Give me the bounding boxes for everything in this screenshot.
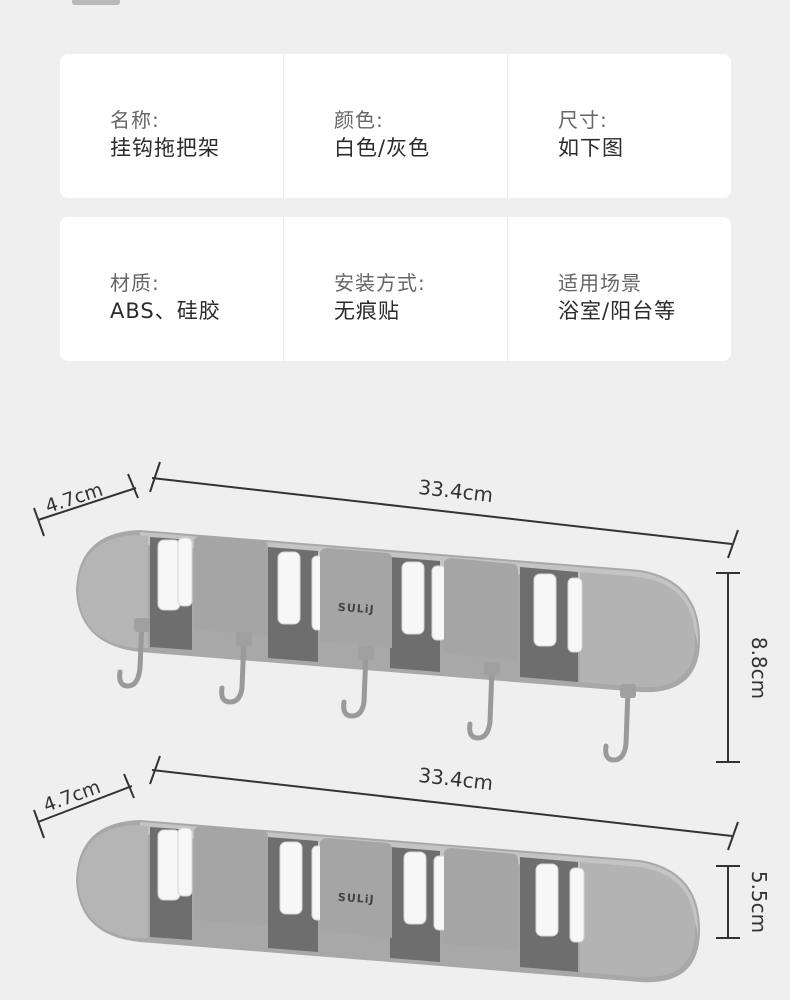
mop-clip	[401, 561, 425, 635]
spec-card-bottom: 材质: ABS、硅胶 安装方式: 无痕贴 适用场景 浴室/阳台等	[60, 217, 731, 361]
mop-clip	[177, 827, 193, 897]
mop-clip	[277, 551, 301, 625]
spec-install: 安装方式: 无痕贴	[283, 217, 507, 361]
hook	[219, 635, 247, 705]
spec-label: 名称:	[110, 108, 160, 132]
brand-logo: SULiJ	[337, 601, 375, 617]
spec-label: 材质:	[110, 271, 160, 295]
mop-clip	[533, 573, 557, 647]
front-block	[194, 826, 268, 926]
mop-clip	[569, 867, 585, 943]
spec-material: 材质: ABS、硅胶	[60, 217, 283, 361]
mop-clip	[279, 841, 303, 915]
hook-base	[484, 662, 500, 676]
spec-label: 安装方式:	[334, 271, 426, 295]
height-dimension-label: 8.8cm	[747, 637, 771, 699]
front-block	[320, 838, 392, 938]
spec-value: 如下图	[558, 136, 624, 160]
spec-name: 名称: 挂钩拖把架	[60, 54, 283, 198]
height-dimension-label: 5.5cm	[747, 871, 771, 933]
rack-right-cap	[580, 862, 695, 978]
width-dimension-label: 33.4cm	[417, 475, 494, 507]
mop-clip	[431, 565, 447, 641]
spec-value: 无痕贴	[334, 299, 400, 323]
mop-rack-plain-diagram: 33.4cm 4.7cm 5.5cm SULiJ	[33, 755, 771, 983]
mop-clip	[403, 851, 427, 925]
spec-value: 浴室/阳台等	[558, 299, 677, 323]
spec-label: 颜色:	[334, 108, 384, 132]
front-block	[444, 558, 518, 660]
hook	[467, 665, 495, 741]
width-dimension-label: 33.4cm	[417, 763, 494, 795]
mop-clip	[157, 539, 181, 611]
spec-size: 尺寸: 如下图	[507, 54, 731, 198]
depth-dimension-label: 4.7cm	[40, 776, 103, 817]
rack-left-cap	[78, 825, 148, 938]
top-divider	[72, 0, 120, 5]
spec-card-top: 名称: 挂钩拖把架 颜色: 白色/灰色 尺寸: 如下图	[60, 54, 731, 198]
hook-base	[358, 646, 374, 660]
brand-logo: SULiJ	[337, 891, 375, 907]
hook-base	[236, 632, 252, 646]
mop-clip	[535, 863, 559, 937]
rack-right-cap	[580, 572, 695, 688]
mop-clip	[157, 829, 181, 901]
spec-value: ABS、硅胶	[110, 299, 221, 323]
spec-value: 挂钩拖把架	[110, 136, 220, 160]
hook	[341, 649, 369, 719]
spec-color: 颜色: 白色/灰色	[283, 54, 507, 198]
front-block	[320, 548, 392, 648]
spec-label: 适用场景	[558, 271, 642, 295]
hook-base	[134, 618, 150, 632]
mop-clip	[177, 537, 193, 607]
spec-value: 白色/灰色	[334, 136, 431, 160]
hook-base	[620, 684, 636, 698]
mop-rack-with-hooks-diagram: 33.4cm 4.7cm 8.8cm SULiJ	[33, 461, 771, 763]
spec-scene: 适用场景 浴室/阳台等	[507, 217, 731, 361]
spec-label: 尺寸:	[558, 108, 608, 132]
front-block	[194, 536, 268, 636]
hook	[117, 619, 145, 689]
depth-dimension-label: 4.7cm	[43, 479, 106, 518]
rack-left-cap	[78, 535, 148, 648]
mop-clip	[567, 577, 583, 653]
hook	[603, 687, 631, 763]
front-block	[444, 848, 518, 950]
